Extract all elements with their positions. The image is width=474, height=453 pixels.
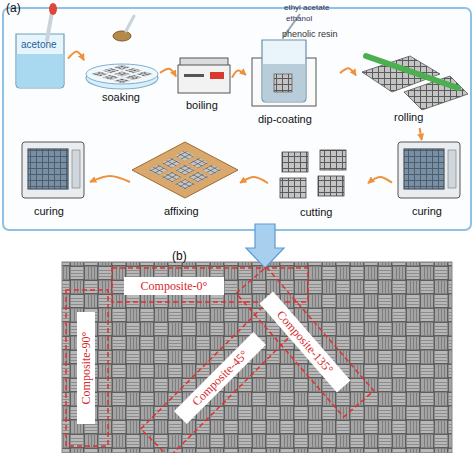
sample-label: Composite-90° bbox=[77, 312, 95, 424]
oven bbox=[22, 142, 84, 198]
orientation-label: Composite-90° bbox=[80, 332, 92, 405]
sample-disk bbox=[113, 31, 131, 41]
curing-step: curing bbox=[16, 140, 90, 224]
process-arrow bbox=[368, 177, 392, 183]
oven-panel bbox=[72, 150, 80, 188]
affixing-step: affixing bbox=[130, 140, 240, 224]
step-label: ethanol bbox=[286, 15, 312, 23]
soaking-step: soaking bbox=[84, 18, 160, 110]
cut-piece bbox=[320, 150, 346, 170]
sample bbox=[102, 75, 119, 80]
step-label: cutting bbox=[300, 207, 332, 218]
process-arrow bbox=[420, 128, 422, 140]
dropper-tube bbox=[47, 12, 52, 40]
samples bbox=[91, 65, 153, 84]
step-label: curing bbox=[412, 206, 442, 217]
affixed-piece bbox=[148, 165, 168, 175]
fabric-image bbox=[62, 262, 452, 453]
roller bbox=[366, 56, 458, 88]
step-label: acetone bbox=[21, 40, 57, 50]
sample bbox=[136, 71, 153, 76]
process-arrow bbox=[232, 70, 246, 77]
beaker bbox=[16, 34, 64, 88]
sample bbox=[125, 68, 142, 73]
affixed-piece bbox=[162, 158, 182, 168]
boiling-step: boiling bbox=[176, 50, 232, 116]
dip-coating-step: ethyl acetate ethanol phenolic resin dip-co… bbox=[246, 4, 340, 128]
step-label: phenolic resin bbox=[282, 30, 338, 39]
sample bbox=[114, 65, 131, 70]
cut-piece bbox=[280, 178, 306, 198]
display bbox=[210, 72, 224, 79]
oven-glass bbox=[28, 149, 68, 189]
beaker bbox=[262, 40, 306, 102]
process-arrow bbox=[340, 68, 356, 75]
process-arrow bbox=[68, 52, 84, 61]
solvent-step: acetone bbox=[12, 22, 68, 90]
step-label: soaking bbox=[102, 92, 140, 103]
panel-frame bbox=[3, 8, 471, 230]
affixed-pieces bbox=[148, 151, 222, 190]
panel-label: (a) bbox=[6, 2, 21, 14]
sample bbox=[125, 75, 142, 80]
solvent bbox=[17, 54, 64, 87]
sample bbox=[114, 78, 131, 83]
step-label: boiling bbox=[186, 100, 218, 111]
orientation-label: Composite-0° bbox=[141, 280, 208, 292]
sample-label: Composite-0° bbox=[124, 277, 224, 295]
process-arrow bbox=[240, 177, 268, 183]
process-arrow bbox=[90, 176, 130, 182]
step-label: dip-coating bbox=[258, 114, 312, 125]
affixed-piece bbox=[189, 158, 209, 168]
panel-label: (b) bbox=[172, 250, 187, 262]
rolling-step: rolling bbox=[356, 40, 468, 128]
curing-step: curing bbox=[392, 140, 466, 224]
step-label: rolling bbox=[394, 112, 423, 123]
affixed-piece bbox=[175, 179, 195, 189]
dropper-bulb bbox=[49, 3, 57, 15]
device-plate bbox=[184, 74, 204, 77]
oven-window bbox=[28, 149, 68, 189]
resin-solution bbox=[263, 64, 306, 101]
block-arrow bbox=[246, 224, 284, 268]
sample bbox=[114, 71, 131, 76]
dish-rim bbox=[86, 64, 158, 84]
affixed-piece bbox=[162, 172, 182, 182]
step-label: curing bbox=[34, 206, 64, 217]
sample bbox=[91, 71, 108, 76]
step-label: ethyl acetate bbox=[284, 4, 329, 12]
oven-window bbox=[404, 149, 444, 189]
sample-region bbox=[112, 268, 308, 302]
cut-piece bbox=[318, 176, 344, 196]
cutting-step: cutting bbox=[268, 145, 368, 223]
affixed-piece bbox=[202, 165, 222, 175]
board bbox=[132, 142, 238, 198]
sample bbox=[102, 68, 119, 73]
immersed-sample bbox=[274, 74, 292, 92]
cut-piece bbox=[282, 152, 308, 172]
oven bbox=[398, 142, 460, 198]
affixed-piece bbox=[189, 172, 209, 182]
dropper-tube bbox=[126, 16, 134, 31]
sample-region bbox=[66, 290, 108, 446]
affixed-piece bbox=[175, 165, 195, 175]
oven-panel bbox=[448, 150, 456, 188]
oven-glass bbox=[404, 149, 444, 189]
water-bath bbox=[178, 65, 230, 93]
affixed-piece bbox=[175, 151, 195, 161]
step-label: affixing bbox=[164, 206, 199, 217]
process-arrow bbox=[160, 69, 176, 77]
